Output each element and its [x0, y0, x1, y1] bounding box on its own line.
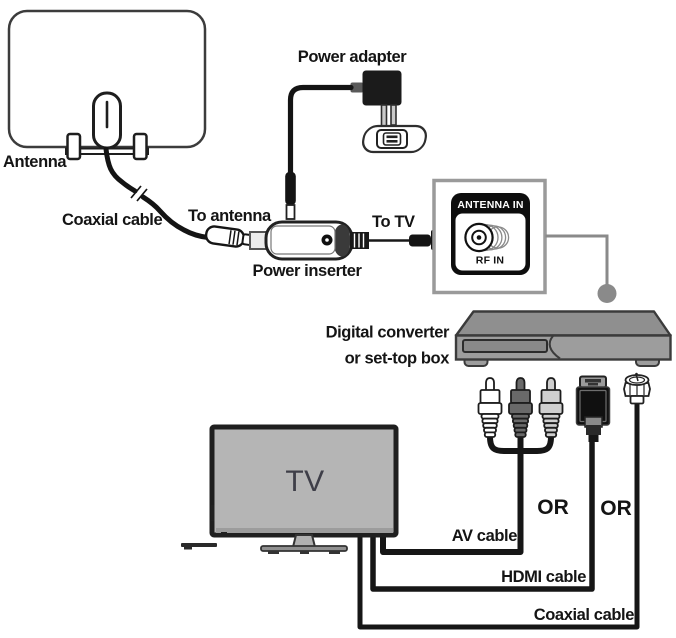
pointer-line — [545, 234, 617, 303]
tv-side-notch — [211, 505, 215, 521]
adapter-body — [362, 70, 402, 106]
tv-stand-base — [260, 545, 348, 552]
antenna-foot-right — [132, 132, 148, 161]
label-coaxial-cable: Coaxial cable — [62, 211, 162, 229]
tv-base-foot-3 — [329, 551, 340, 554]
adapter-prong-2 — [390, 104, 397, 126]
label-to-tv: To TV — [372, 213, 415, 231]
label-hdmi-cable: HDMI cable — [501, 568, 586, 586]
power-inserter-device — [249, 220, 369, 261]
antenna-foot-left — [66, 132, 82, 161]
stb-front-curve — [548, 335, 561, 360]
power-cord — [285, 84, 354, 220]
rf-in-connector-icon — [464, 222, 510, 253]
stb-display-slot — [462, 339, 548, 353]
rca-plug-left — [477, 377, 503, 438]
hdmi-cable-path — [370, 441, 595, 592]
label-antenna: Antenna — [3, 153, 67, 171]
antenna-illustration — [7, 9, 207, 161]
label-converter-line2: or set-top box — [345, 350, 451, 368]
inserter-output-ribs — [350, 232, 369, 249]
power-led-center — [325, 238, 329, 242]
label-power-inserter: Power inserter — [252, 262, 362, 280]
rca-plug-right — [538, 377, 564, 438]
inserter-face — [270, 225, 336, 255]
power-adapter-icon — [350, 70, 402, 129]
coax-f-connector-icon — [623, 372, 651, 405]
coax-connector-icon — [204, 225, 254, 248]
label-or-1: OR — [537, 496, 569, 519]
label-or-2: OR — [600, 497, 632, 520]
label-av-cable: AV cable — [452, 527, 517, 545]
adapter-strain-relief — [350, 82, 364, 93]
label-antenna-in: ANTENNA IN — [457, 199, 523, 211]
coax-cable-path-bottom — [357, 403, 640, 630]
label-power-adapter: Power adapter — [298, 48, 407, 66]
label-coaxial-cable-bottom: Coaxial cable — [534, 606, 634, 624]
antenna-in-wall-plate: ANTENNA IN RF IN — [432, 178, 547, 295]
av-cable-path — [380, 434, 554, 555]
stb-top-face — [454, 310, 672, 337]
barrel-plug — [409, 234, 431, 247]
label-converter-line1: Digital converter — [326, 324, 450, 342]
set-top-box — [454, 310, 672, 367]
rca-plug-middle — [508, 377, 533, 438]
dc-plug-barrel — [285, 172, 296, 205]
tv-left-foot-nub — [184, 547, 192, 550]
dc-plug-tip — [285, 204, 296, 220]
tv-base-foot-2 — [300, 551, 309, 554]
tv-bottom-bezel — [216, 528, 393, 533]
label-rf-in: RF IN — [476, 255, 504, 267]
tv-power-sensor — [221, 532, 227, 536]
tv-illustration: TV — [181, 424, 399, 554]
pointer-dot — [597, 284, 617, 303]
cable-break-icon — [130, 185, 148, 202]
adapter-prong-1 — [380, 104, 388, 129]
hdmi-connector-icon — [575, 375, 611, 442]
tv-base-foot-1 — [268, 551, 279, 554]
label-to-antenna: To antenna — [188, 207, 272, 225]
tv-screen-label: TV — [285, 465, 324, 498]
coaxial-cable-path — [103, 146, 211, 240]
wall-outlet-icon — [362, 124, 427, 154]
tv-left-foot — [181, 543, 217, 547]
inserter-right-cap — [334, 224, 350, 257]
